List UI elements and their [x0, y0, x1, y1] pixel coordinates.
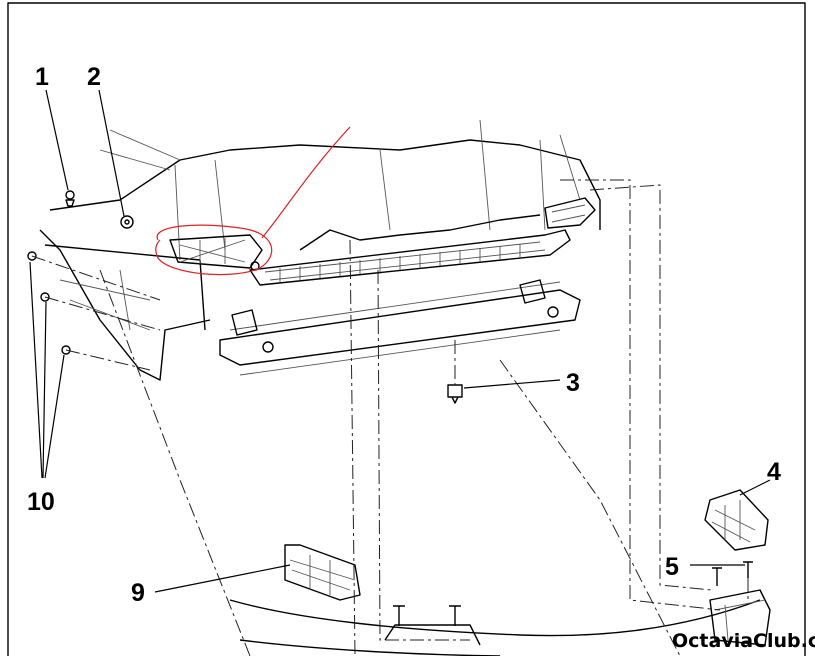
car-body-rear — [39, 119, 601, 381]
callout-5: 5 — [665, 553, 679, 581]
nut-2 — [120, 215, 134, 229]
right-guide-bracket — [544, 197, 596, 229]
leader-lines — [29, 89, 771, 593]
nut-3 — [447, 384, 463, 404]
bumper-cover — [229, 589, 771, 656]
screws-5 — [712, 561, 753, 586]
screws-10 — [27, 251, 71, 355]
red-annotation-circle — [155, 224, 273, 276]
bracket-4 — [704, 489, 769, 551]
screw-1 — [65, 190, 75, 207]
callout-1: 1 — [35, 63, 49, 91]
callout-3: 3 — [566, 369, 580, 397]
callout-9: 9 — [131, 579, 145, 607]
bumper-carrier-beam — [219, 229, 581, 376]
callout-2: 2 — [87, 63, 101, 91]
bumper-clips — [393, 605, 461, 626]
callout-4: 4 — [767, 458, 781, 486]
red-annotation-line — [261, 126, 351, 239]
bracket-9 — [284, 544, 361, 601]
callout-10: 10 — [27, 488, 55, 516]
diagram-frame — [7, 2, 806, 656]
left-guide-bracket — [169, 234, 263, 271]
watermark: OctaviaClub.cz — [672, 630, 815, 652]
assembly-lines — [31, 179, 749, 656]
